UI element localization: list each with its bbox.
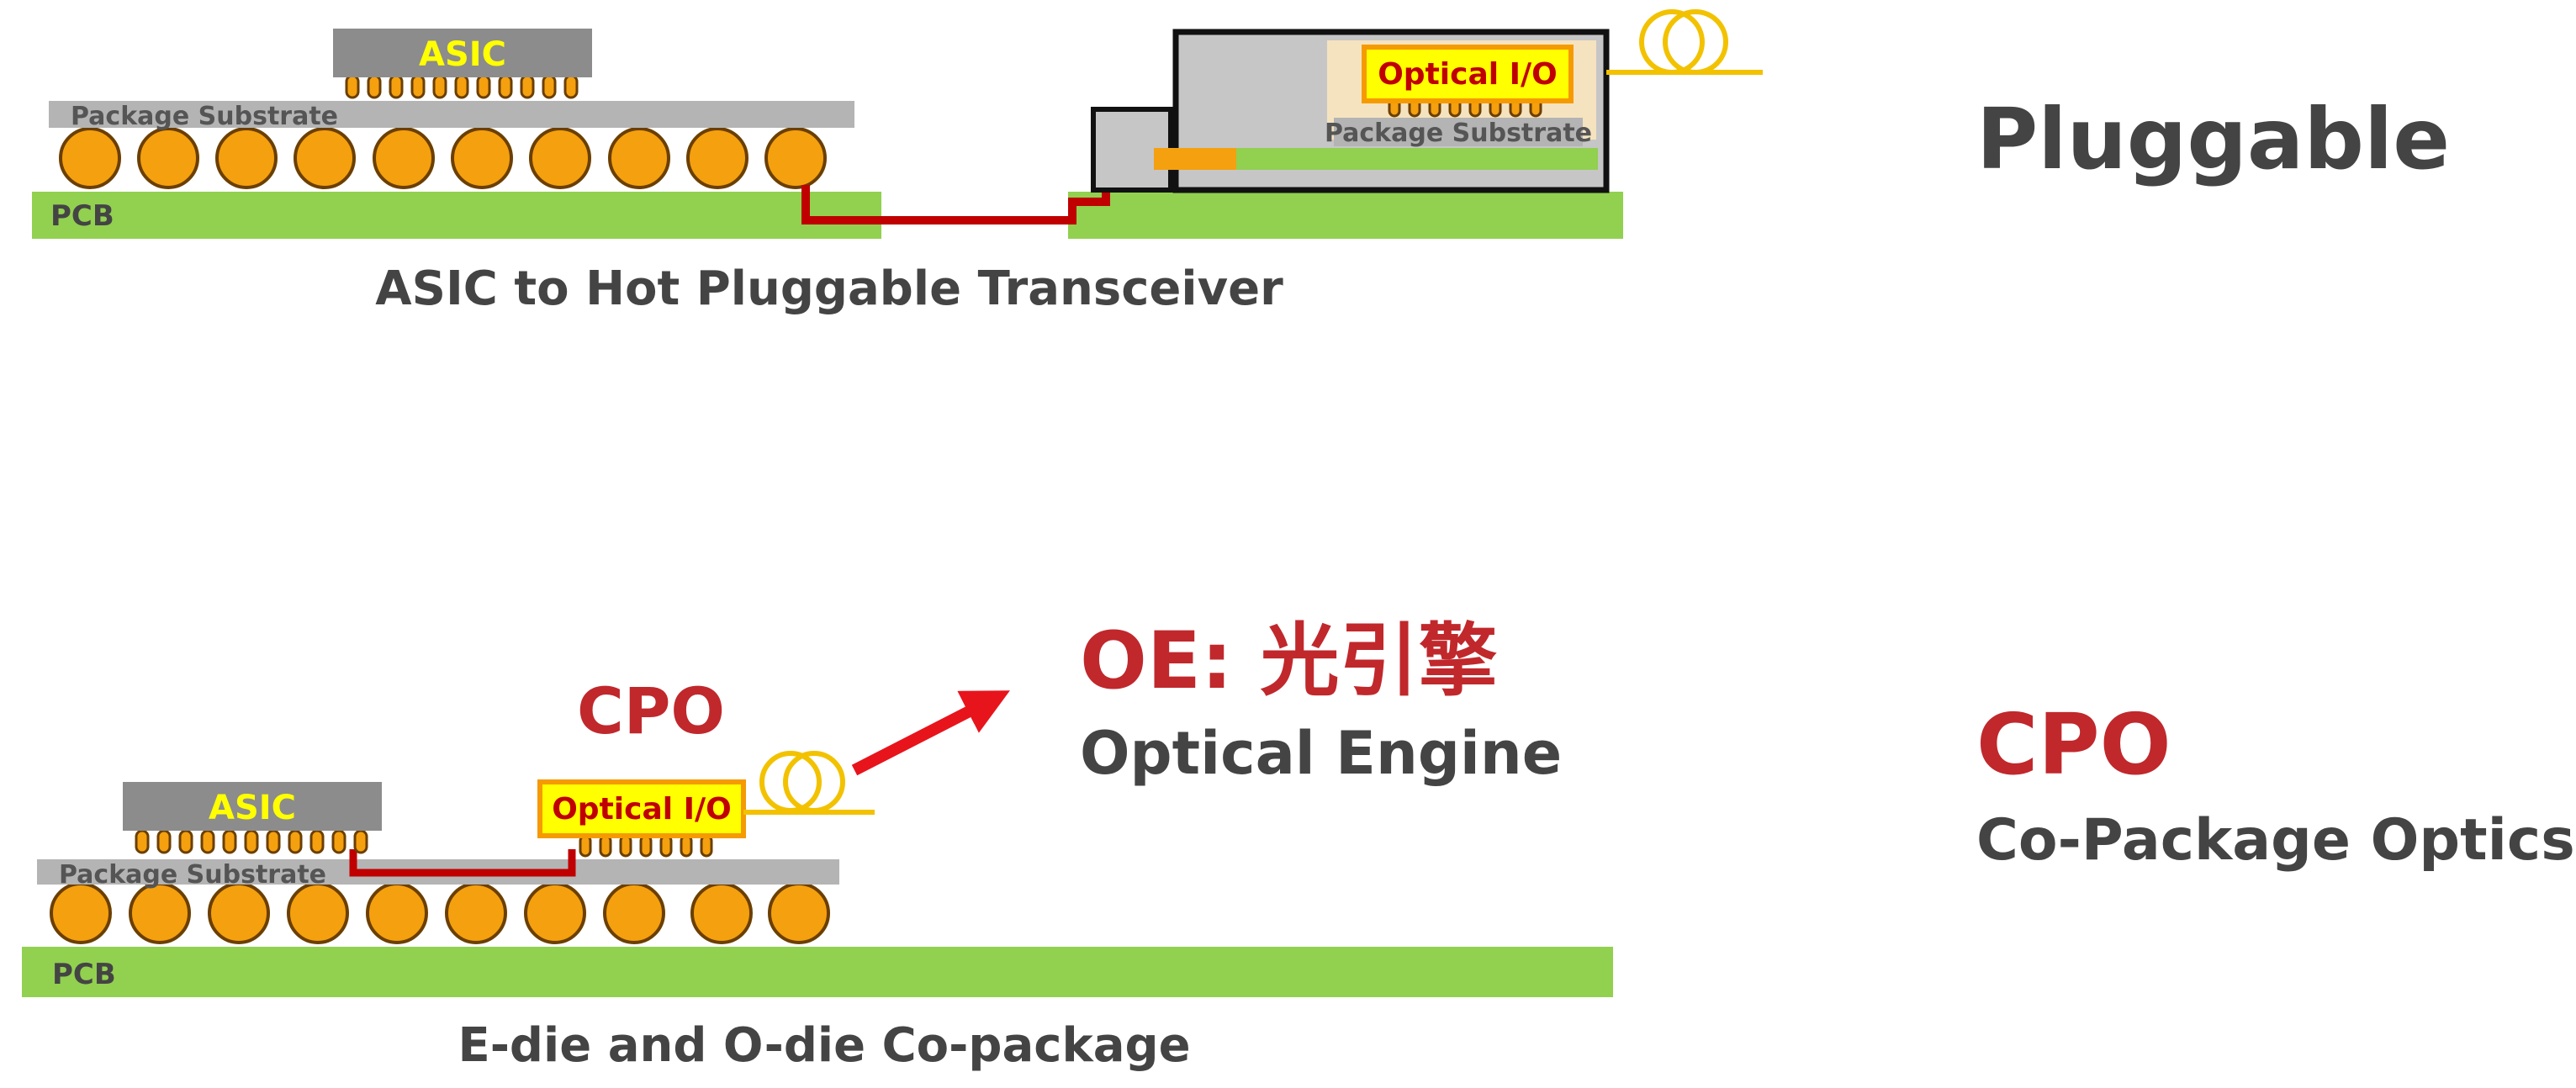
optical-io-label: Optical I/O bbox=[1378, 57, 1558, 92]
solder-ball bbox=[764, 127, 827, 189]
optical-io-chip bbox=[1362, 45, 1574, 103]
solder-ball bbox=[129, 882, 191, 944]
solder-ball bbox=[603, 882, 665, 944]
right-titles: Pluggable CPO Co-Package Optics bbox=[1976, 90, 2575, 874]
package-substrate-label: Package Substrate bbox=[59, 860, 326, 890]
fiber-coil-icon bbox=[1606, 9, 1763, 75]
pcb-board bbox=[32, 192, 881, 239]
optical-io-label: Optical I/O bbox=[552, 792, 732, 827]
asic-label: ASIC bbox=[419, 35, 506, 74]
fiber-coil-icon bbox=[743, 751, 875, 815]
solder-ball bbox=[373, 127, 435, 189]
pluggable-diagram: PCB Package Substrate bbox=[32, 9, 1763, 316]
cpo-subtitle: Co-Package Optics bbox=[1976, 807, 2575, 874]
solder-ball bbox=[768, 882, 830, 944]
optical-engine-subtitle: Optical Engine bbox=[1080, 719, 1562, 788]
module-substrate-label: Package Substrate bbox=[1325, 119, 1592, 148]
optical-engine-label: OE: 光引擎 Optical Engine bbox=[1080, 615, 1562, 788]
package-substrate-label: Package Substrate bbox=[71, 102, 338, 131]
pcb-label: PCB bbox=[52, 958, 116, 991]
solder-ball bbox=[137, 127, 199, 189]
pcb-board bbox=[22, 947, 1613, 997]
solder-ball bbox=[59, 127, 121, 189]
micro-bump-row bbox=[135, 829, 368, 854]
solder-ball bbox=[366, 882, 428, 944]
pluggable-caption: ASIC to Hot Pluggable Transceiver bbox=[375, 261, 1283, 316]
cpo-caption: E-die and O-die Co-package bbox=[458, 1018, 1190, 1073]
module-pcb bbox=[1235, 148, 1598, 170]
solder-ball bbox=[50, 882, 112, 944]
pluggable-title: Pluggable bbox=[1976, 90, 2450, 188]
optical-io-bump-row bbox=[579, 834, 713, 858]
electrical-trace bbox=[349, 849, 576, 877]
asic-label: ASIC bbox=[209, 789, 296, 827]
module-micro-bump-row bbox=[1388, 94, 1542, 118]
pcb-label: PCB bbox=[50, 199, 114, 233]
cpo-title: CPO bbox=[1976, 695, 2171, 794]
cpo-diagram: CPO PCB Package Substrate bbox=[22, 673, 1613, 1073]
solder-ball bbox=[608, 127, 670, 189]
solder-ball-row bbox=[59, 127, 827, 189]
solder-ball bbox=[294, 127, 356, 189]
solder-ball bbox=[524, 882, 586, 944]
module-substrate bbox=[1334, 118, 1583, 146]
solder-ball-row bbox=[50, 882, 830, 944]
package-substrate bbox=[49, 101, 854, 128]
optical-io-chip bbox=[537, 779, 746, 838]
solder-ball bbox=[686, 127, 748, 189]
module-connector-pad bbox=[1154, 148, 1236, 170]
optical-engine-title: OE: 光引擎 bbox=[1080, 615, 1497, 707]
solder-ball bbox=[215, 127, 278, 189]
solder-ball bbox=[287, 882, 349, 944]
solder-ball bbox=[208, 882, 270, 944]
pcb-board-right bbox=[1068, 192, 1623, 239]
arrow-icon bbox=[851, 690, 1010, 776]
micro-bump-row bbox=[345, 74, 579, 99]
asic-chip bbox=[123, 782, 382, 831]
solder-ball bbox=[690, 882, 753, 944]
cpo-label: CPO bbox=[577, 673, 725, 748]
asic-chip bbox=[333, 29, 592, 77]
solder-ball bbox=[445, 882, 507, 944]
solder-ball bbox=[529, 127, 591, 189]
solder-ball bbox=[451, 127, 513, 189]
